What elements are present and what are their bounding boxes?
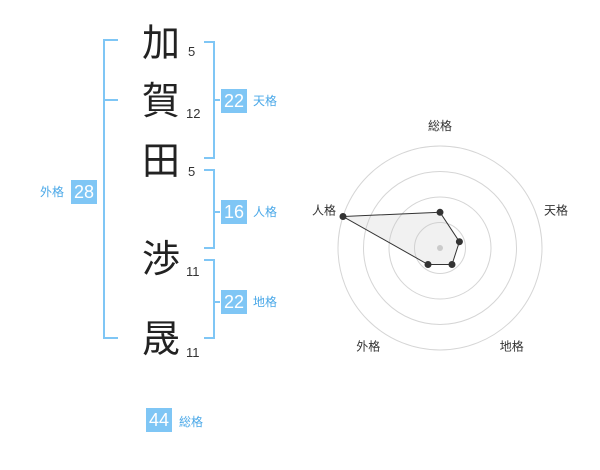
chikaku-label: 地格 (253, 295, 278, 309)
radar-ring (414, 222, 466, 274)
name-char-3: 田 (142, 139, 181, 183)
stroke-count-2: 12 (186, 106, 201, 121)
stroke-count-3: 5 (188, 164, 196, 179)
name-char-5: 晟 (142, 317, 181, 361)
stroke-count-5: 11 (186, 345, 200, 360)
stroke-count-1: 5 (188, 44, 196, 59)
name-char-4: 渉 (142, 237, 181, 281)
radar-center (437, 245, 443, 251)
radar-ring (388, 196, 492, 300)
radar-point-1 (455, 238, 463, 246)
soukaku-badge: 44 (146, 408, 173, 432)
jinkaku-label: 人格 (253, 205, 278, 219)
radar-ring (363, 171, 517, 325)
gaikaku-bracket (103, 39, 118, 339)
radar-point-2 (448, 261, 456, 269)
name-char-2: 賀 (142, 79, 181, 123)
jinkaku-bracket (204, 169, 215, 249)
name-char-1: 加 (142, 21, 181, 65)
chikaku-bracket (204, 259, 215, 339)
radar-axis-label-4: 人格 (312, 202, 336, 217)
tenkaku-label: 天格 (253, 94, 278, 108)
radar-axis-label-2: 地格 (500, 339, 524, 354)
tenkaku-badge: 22 (221, 89, 248, 113)
radar-axis-label-3: 外格 (356, 339, 380, 354)
gaikaku-label: 外格 (40, 185, 65, 199)
stroke-count-4: 11 (186, 264, 200, 279)
radar-point-3 (424, 261, 432, 269)
radar-point-4 (339, 212, 347, 220)
radar-axis-label-0: 総格 (428, 118, 452, 133)
radar-axis-label-1: 天格 (544, 202, 568, 217)
radar-polygon (341, 211, 460, 265)
gaikaku-badge: 28 (71, 180, 98, 204)
radar-ring (337, 145, 543, 351)
chikaku-badge: 22 (221, 290, 248, 314)
jinkaku-badge: 16 (221, 200, 248, 224)
radar-point-0 (436, 208, 444, 216)
soukaku-label: 総格 (179, 415, 204, 429)
